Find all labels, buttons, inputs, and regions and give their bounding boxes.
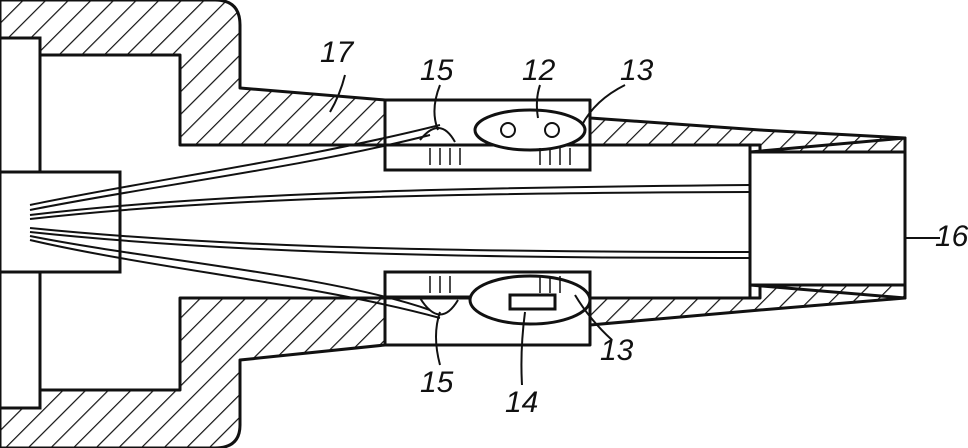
label-16: 16	[935, 220, 968, 253]
housing-top-section	[0, 0, 385, 145]
housing-taper-bottom	[590, 285, 905, 325]
fiber-core-bottom	[30, 228, 750, 252]
fiber-core-top	[30, 185, 750, 215]
label-12: 12	[522, 54, 556, 87]
label-13-top: 13	[620, 54, 654, 87]
element-14-pad	[510, 295, 555, 309]
label-14: 14	[505, 386, 538, 419]
element-12	[475, 110, 585, 150]
label-15-bottom: 15	[420, 366, 454, 399]
nozzle	[750, 138, 905, 298]
label-13-bottom: 13	[600, 334, 634, 367]
housing-bottom-section	[0, 298, 385, 448]
housing-taper-top	[590, 118, 905, 152]
label-17: 17	[320, 36, 355, 69]
label-15-top: 15	[420, 54, 454, 87]
connector-block	[0, 172, 120, 272]
fiber-core-top-2	[30, 192, 750, 219]
